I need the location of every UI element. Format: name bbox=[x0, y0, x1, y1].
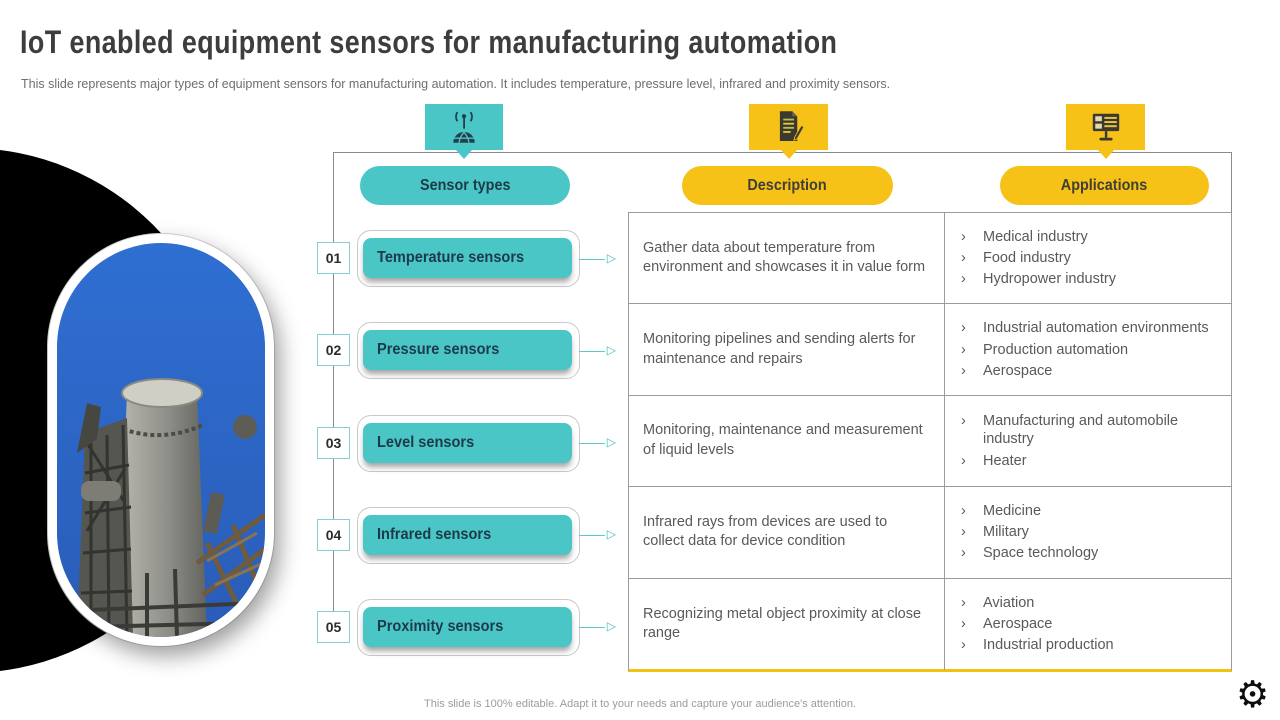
chevron-bullet-icon: › bbox=[961, 637, 966, 654]
application-item: › Military bbox=[961, 523, 1221, 541]
applications-icon-box bbox=[1066, 104, 1145, 150]
description-cell: Gather data about temperature from envir… bbox=[629, 213, 945, 305]
row-number-03: 03 bbox=[317, 427, 350, 459]
applications-cell: › Manufacturing and automobile industry › H… bbox=[945, 396, 1231, 488]
sensor-table: Gather data about temperature from envir… bbox=[628, 212, 1232, 672]
column-header-sensor-types: Sensor types bbox=[360, 166, 570, 205]
application-label: Industrial production bbox=[983, 637, 1114, 654]
connector-arrow: ▷ bbox=[579, 527, 616, 541]
chevron-bullet-icon: › bbox=[961, 341, 966, 358]
column-header-applications: Applications bbox=[1000, 166, 1209, 205]
application-label: Heater bbox=[983, 452, 1027, 469]
applications-cell: › Industrial automation environments › Prod… bbox=[945, 304, 1231, 396]
row-number-05: 05 bbox=[317, 611, 350, 643]
row-number-02: 02 bbox=[317, 334, 350, 366]
column-header-description: Description bbox=[682, 166, 893, 205]
application-item: › Aerospace bbox=[961, 615, 1221, 633]
application-label: Manufacturing and automobile industry bbox=[983, 413, 1179, 448]
row-number-01: 01 bbox=[317, 242, 350, 274]
application-label: Food industry bbox=[983, 250, 1071, 267]
page-title: IoT enabled equipment sensors for manufa… bbox=[20, 24, 838, 60]
arrow-head-icon: ▷ bbox=[606, 527, 616, 541]
page-subtitle: This slide represents major types of equ… bbox=[21, 77, 891, 91]
applications-cell: › Aviation › Aerospace › Industrial productio… bbox=[945, 579, 1231, 670]
application-label: Medicine bbox=[983, 503, 1042, 520]
gear-icon[interactable]: ⚙ bbox=[1236, 673, 1270, 716]
connector-arrow: ▷ bbox=[579, 251, 616, 265]
sensor-types-icon-box bbox=[425, 104, 503, 150]
sensor-button-proximity: Proximity sensors bbox=[363, 607, 572, 647]
satellite-antenna-icon bbox=[452, 111, 476, 143]
application-item: › Hydropower industry bbox=[961, 270, 1221, 288]
document-pen-icon bbox=[779, 111, 804, 142]
application-item: › Manufacturing and automobile industry bbox=[961, 412, 1221, 448]
application-item: › Industrial automation environments bbox=[961, 319, 1221, 337]
application-item: › Heater bbox=[961, 452, 1221, 470]
arrow-head-icon: ▷ bbox=[606, 343, 616, 357]
chevron-bullet-icon: › bbox=[961, 503, 966, 520]
application-item: › Aerospace bbox=[961, 362, 1221, 380]
frame-left-line bbox=[333, 152, 334, 612]
application-label: Space technology bbox=[983, 545, 1099, 562]
footer-note: This slide is 100% editable. Adapt it to… bbox=[424, 698, 856, 710]
applications-cell: › Medical industry › Food industry › Hydropow… bbox=[945, 213, 1231, 305]
sensor-button-temperature: Temperature sensors bbox=[363, 238, 572, 278]
chevron-bullet-icon: › bbox=[961, 595, 966, 612]
industrial-photo-frame bbox=[48, 234, 274, 646]
application-item: › Production automation bbox=[961, 341, 1221, 359]
application-label: Military bbox=[983, 524, 1029, 541]
application-item: › Food industry bbox=[961, 249, 1221, 267]
chevron-bullet-icon: › bbox=[961, 362, 966, 379]
application-item: › Medicine bbox=[961, 502, 1221, 520]
connector-arrow: ▷ bbox=[579, 343, 616, 357]
industrial-tower-photo bbox=[57, 243, 265, 637]
chevron-bullet-icon: › bbox=[961, 452, 966, 469]
chevron-bullet-icon: › bbox=[961, 250, 966, 267]
chevron-bullet-icon: › bbox=[961, 413, 966, 430]
application-item: › Aviation bbox=[961, 594, 1221, 612]
description-cell: Monitoring, maintenance and measurement … bbox=[629, 395, 945, 488]
sensor-button-infrared: Infrared sensors bbox=[363, 515, 572, 555]
application-label: Production automation bbox=[983, 341, 1129, 358]
application-label: Aviation bbox=[983, 595, 1035, 612]
application-label: Aerospace bbox=[983, 362, 1053, 379]
row-number-04: 04 bbox=[317, 519, 350, 551]
description-cell: Recognizing metal object proximity at cl… bbox=[629, 578, 945, 670]
description-cell: Infrared rays from devices are used to c… bbox=[629, 487, 945, 579]
chevron-bullet-icon: › bbox=[961, 229, 966, 245]
description-icon-box bbox=[749, 104, 828, 150]
application-item: › Medical industry bbox=[961, 228, 1221, 246]
application-item: › Space technology bbox=[961, 544, 1221, 562]
application-label: Hydropower industry bbox=[983, 271, 1116, 288]
arrow-head-icon: ▷ bbox=[606, 619, 616, 633]
applications-cell: › Medicine › Military › Space technology bbox=[945, 487, 1231, 579]
arrow-head-icon: ▷ bbox=[606, 251, 616, 265]
chevron-bullet-icon: › bbox=[961, 545, 966, 562]
chevron-bullet-icon: › bbox=[961, 271, 966, 288]
application-item: › Industrial production bbox=[961, 636, 1221, 654]
frame-right-line bbox=[1231, 152, 1232, 213]
sensor-button-level: Level sensors bbox=[363, 423, 572, 463]
chevron-bullet-icon: › bbox=[961, 616, 966, 633]
chevron-bullet-icon: › bbox=[961, 320, 966, 337]
application-label: Medical industry bbox=[983, 229, 1088, 245]
application-label: Industrial automation environments bbox=[983, 320, 1209, 337]
chevron-bullet-icon: › bbox=[961, 524, 966, 541]
monitor-icon bbox=[1092, 113, 1119, 141]
application-label: Aerospace bbox=[983, 616, 1053, 633]
description-cell: Monitoring pipelines and sending alerts … bbox=[629, 304, 945, 396]
connector-arrow: ▷ bbox=[579, 619, 616, 633]
arrow-head-icon: ▷ bbox=[606, 435, 616, 449]
connector-arrow: ▷ bbox=[579, 435, 616, 449]
sensor-button-pressure: Pressure sensors bbox=[363, 330, 572, 370]
